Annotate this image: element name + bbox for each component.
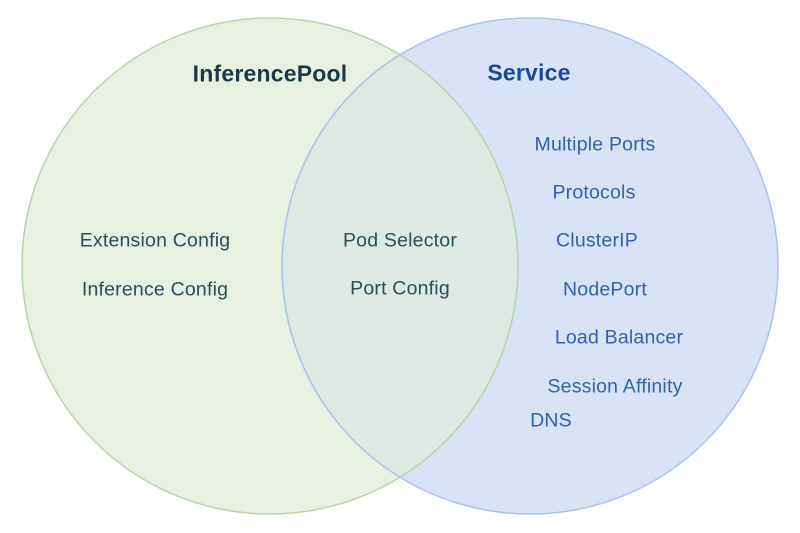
right-item-session-affinity: Session Affinity [547,375,683,398]
right-item-clusterip: ClusterIP [556,229,638,252]
right-item-multiple-ports: Multiple Ports [534,133,656,156]
right-item-dns: DNS [530,409,572,432]
left-item-extension-config: Extension Config [79,229,231,252]
right-item-load-balancer: Load Balancer [554,326,684,349]
overlap-item-pod-selector: Pod Selector [342,229,458,252]
service-title: Service [487,59,571,86]
right-item-protocols: Protocols [552,181,636,204]
inference-pool-circle-border [21,17,519,515]
left-item-inference-config: Inference Config [81,278,229,301]
service-circle-border [281,17,779,515]
right-item-nodeport: NodePort [563,278,647,301]
overlap-item-port-config: Port Config [350,277,450,300]
inference-pool-title: InferencePool [192,60,348,87]
overlap-lens [282,18,518,514]
